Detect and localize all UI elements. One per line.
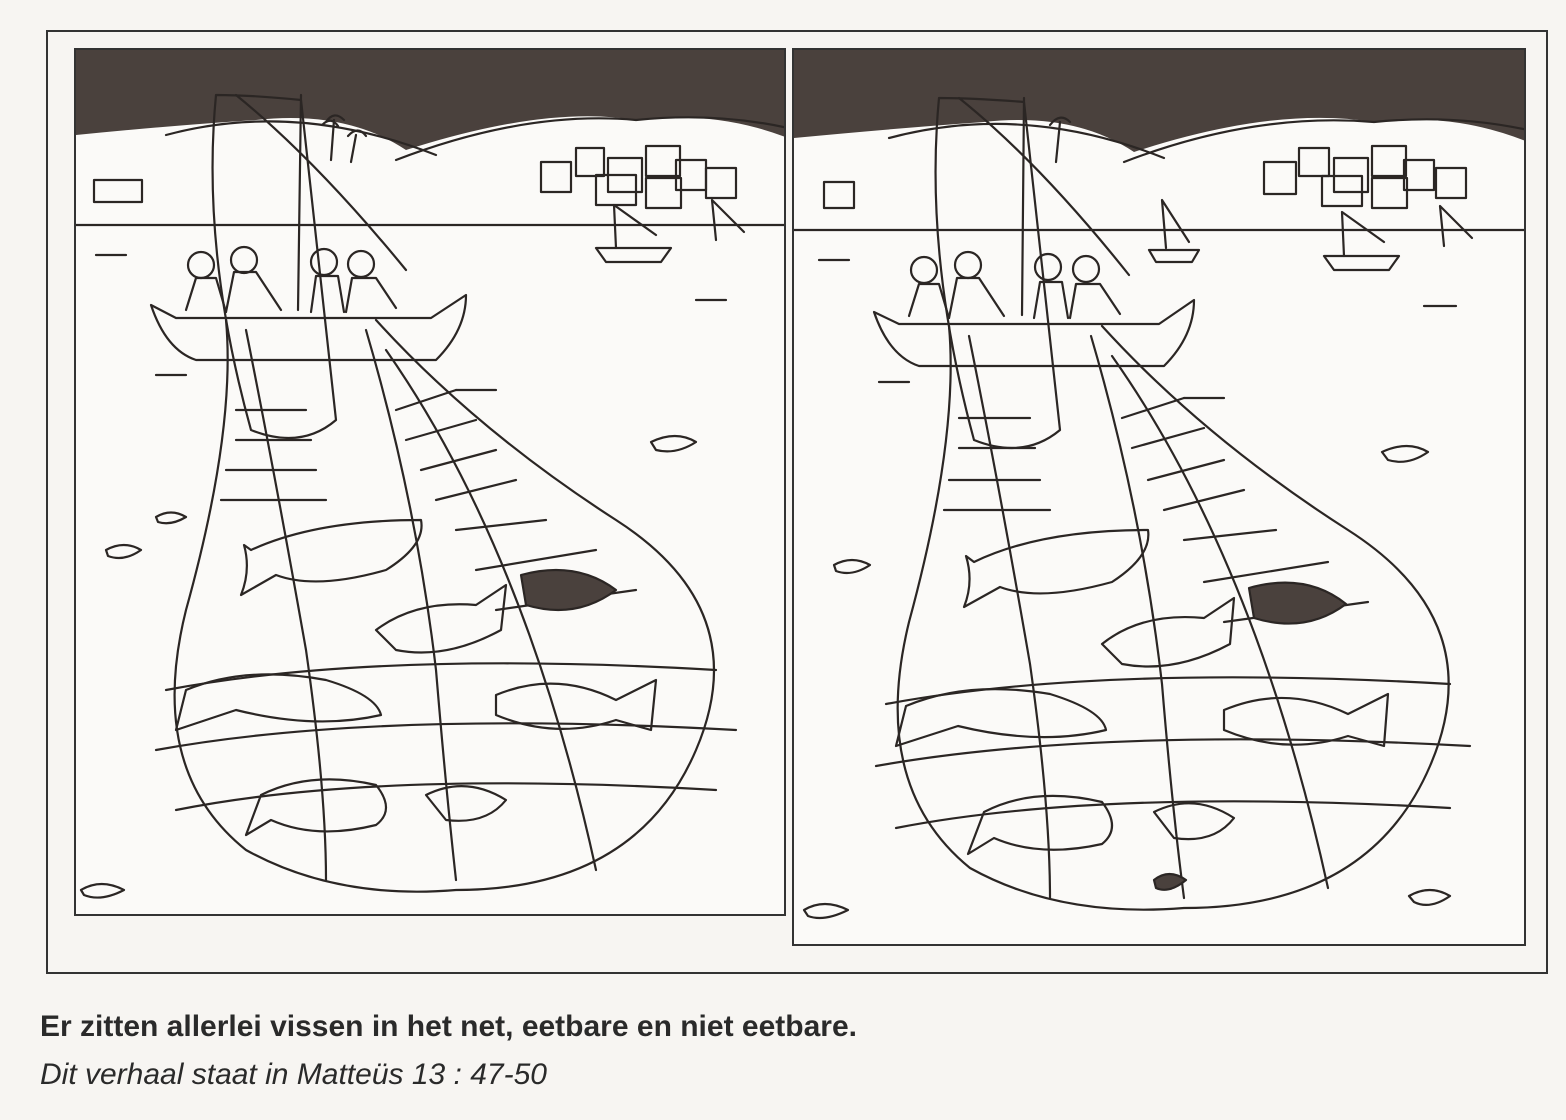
left-picture-panel: [74, 48, 786, 916]
small-house-icon: [92, 178, 144, 204]
fish-icon: [424, 785, 508, 822]
fish-icon: [494, 678, 658, 732]
sky: [76, 50, 784, 150]
big-sail-icon: [211, 93, 338, 440]
extra-sailboat-icon: [1147, 198, 1201, 264]
fish-icon: [962, 528, 1150, 609]
sky: [794, 50, 1524, 152]
hill-left: [164, 120, 438, 157]
hill-right: [394, 116, 784, 162]
distant-boat-icon: [1322, 210, 1401, 272]
striped-fish-icon: [1247, 581, 1348, 625]
fish-icon: [1407, 888, 1452, 907]
fish-icon: [1380, 444, 1430, 463]
right-picture-panel: [792, 48, 1526, 946]
fish-icon: [154, 511, 188, 525]
worksheet-frame: [46, 30, 1548, 974]
small-house-icon: [822, 180, 856, 210]
caption-reference-text: Dit verhaal staat in Matteüs 13 : 47-50: [40, 1058, 547, 1091]
fishing-boat-icon: [149, 245, 468, 362]
fish-icon: [374, 583, 508, 654]
fish-icon: [104, 543, 143, 560]
caption-main-text: Er zitten allerlei vissen in het net, ee…: [40, 1010, 857, 1043]
palm-trees-icon: [320, 114, 368, 164]
fish-icon: [174, 673, 383, 732]
fish-group-icon: [894, 528, 1390, 891]
distant-boat-icon: [594, 203, 673, 264]
fish-icon: [894, 688, 1108, 748]
hill-left: [887, 122, 1166, 160]
palm-trees-icon: [1048, 116, 1072, 164]
hill-right: [1122, 118, 1524, 164]
fish-icon: [79, 882, 126, 899]
distant-sail-icon: [1438, 204, 1474, 248]
fishing-scene-illustration: [76, 50, 784, 899]
fish-icon: [244, 778, 388, 837]
striped-fish-icon: [519, 568, 618, 612]
fishing-boat-icon: [872, 250, 1196, 368]
fish-icon: [239, 518, 423, 597]
small-dark-fish-icon: [1152, 872, 1188, 891]
village-icon: [1262, 144, 1468, 210]
big-sail-icon: [934, 96, 1062, 450]
fish-icon: [649, 434, 698, 453]
village-icon: [539, 144, 738, 210]
fish-icon: [802, 902, 850, 920]
fishing-scene-illustration-variant: [794, 50, 1524, 920]
fish-icon: [966, 794, 1114, 856]
fish-icon: [1222, 692, 1390, 748]
fish-icon: [1152, 802, 1236, 841]
distant-sail-icon: [710, 198, 746, 242]
fish-icon: [832, 558, 872, 575]
fish-icon: [1100, 596, 1236, 668]
fish-group-icon: [174, 518, 658, 837]
